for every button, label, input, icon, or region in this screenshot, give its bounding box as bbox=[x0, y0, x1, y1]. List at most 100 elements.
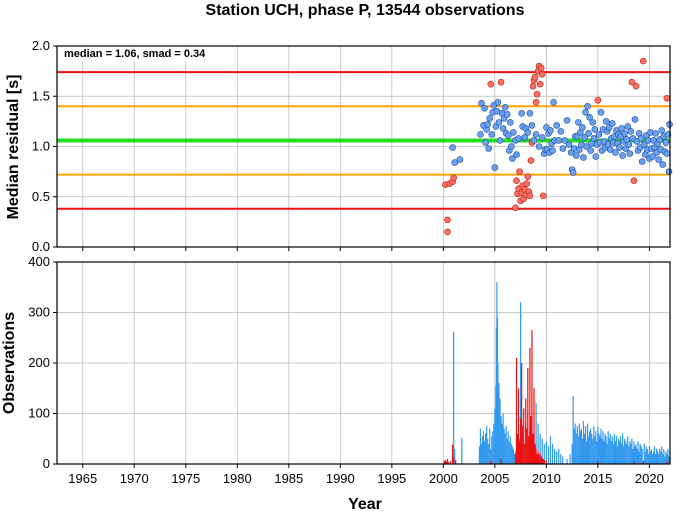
observation-bar bbox=[500, 458, 502, 464]
observation-bar bbox=[614, 441, 616, 464]
observation-bar bbox=[645, 446, 647, 464]
observation-bar bbox=[488, 443, 490, 464]
data-point bbox=[497, 78, 505, 86]
data-point bbox=[477, 131, 484, 138]
data-point bbox=[547, 127, 554, 134]
x-tick-label: 1965 bbox=[68, 471, 97, 486]
x-tick-label: 1990 bbox=[326, 471, 355, 486]
data-point bbox=[501, 104, 509, 111]
observation-bar bbox=[581, 438, 584, 464]
data-point bbox=[444, 228, 451, 236]
observation-bar bbox=[625, 441, 627, 464]
observation-bar bbox=[659, 448, 661, 464]
x-tick-label: 2005 bbox=[480, 471, 509, 486]
y-tick-label: 1.0 bbox=[32, 139, 50, 154]
observation-bar bbox=[562, 456, 564, 464]
data-point bbox=[456, 156, 464, 163]
observation-bar bbox=[499, 398, 501, 464]
observation-bar bbox=[505, 426, 507, 464]
observation-bar bbox=[606, 443, 608, 464]
observation-bar bbox=[622, 433, 624, 464]
x-tick-label: 1995 bbox=[377, 471, 406, 486]
observation-bar bbox=[461, 437, 463, 464]
observation-bar bbox=[612, 443, 614, 464]
reference-lines bbox=[57, 71, 670, 210]
observation-bar bbox=[666, 461, 668, 464]
data-point bbox=[587, 147, 594, 154]
observation-bar bbox=[520, 302, 522, 464]
data-point bbox=[449, 144, 456, 151]
data-point bbox=[510, 129, 517, 136]
observation-bar bbox=[605, 436, 607, 464]
data-point bbox=[561, 137, 569, 144]
y-tick-label: 0 bbox=[43, 456, 50, 471]
median-smad-annotation: median = 1.06, smad = 0.34 bbox=[64, 48, 206, 60]
observation-bar bbox=[558, 448, 560, 464]
observation-bar bbox=[591, 433, 593, 464]
residual-y-ticks: 0.00.51.01.52.0 bbox=[32, 38, 57, 254]
observation-bar bbox=[533, 388, 535, 464]
data-point bbox=[630, 177, 638, 184]
observation-bar bbox=[624, 438, 626, 464]
observation-bar bbox=[536, 453, 538, 464]
observation-bar bbox=[654, 453, 657, 464]
observation-bar bbox=[615, 436, 618, 464]
data-point bbox=[595, 131, 603, 138]
observation-bar bbox=[630, 443, 632, 464]
observation-bar bbox=[574, 423, 576, 464]
data-point bbox=[524, 129, 532, 136]
data-point bbox=[612, 149, 619, 156]
data-point bbox=[640, 141, 648, 148]
observation-bar bbox=[589, 431, 591, 464]
observation-bar bbox=[597, 461, 599, 464]
data-point bbox=[637, 135, 645, 142]
observation-bar bbox=[627, 436, 629, 464]
residual-x-ticks bbox=[82, 247, 650, 251]
observation-bar bbox=[610, 441, 612, 464]
observation-bar bbox=[601, 438, 603, 464]
data-point bbox=[485, 145, 492, 152]
observation-bar bbox=[500, 416, 502, 464]
observation-bar bbox=[539, 452, 541, 464]
data-point bbox=[627, 128, 635, 135]
chart-title: Station UCH, phase P, 13544 observations bbox=[206, 2, 525, 19]
data-point bbox=[450, 174, 457, 181]
observation-bars bbox=[443, 282, 670, 464]
observation-bar bbox=[543, 459, 545, 464]
observation-bar bbox=[598, 433, 600, 464]
data-point bbox=[586, 114, 593, 121]
data-point bbox=[496, 137, 504, 144]
observation-bar bbox=[658, 453, 660, 464]
observation-bar bbox=[617, 438, 620, 464]
observation-bar bbox=[623, 446, 625, 464]
observation-bar bbox=[508, 441, 510, 464]
observation-bar bbox=[529, 347, 531, 464]
y-tick-label: 2.0 bbox=[32, 38, 50, 53]
data-point bbox=[515, 135, 522, 142]
observation-bar bbox=[518, 441, 521, 464]
data-point bbox=[499, 125, 507, 132]
data-point bbox=[621, 130, 628, 137]
data-point bbox=[512, 204, 519, 212]
observation-bar bbox=[535, 448, 537, 464]
observation-bar bbox=[478, 446, 481, 464]
data-point bbox=[535, 143, 543, 150]
observation-bar bbox=[618, 441, 621, 464]
data-point bbox=[487, 80, 495, 88]
observation-bar bbox=[631, 438, 633, 464]
data-point bbox=[638, 158, 646, 165]
observation-bar bbox=[572, 395, 574, 464]
observation-bar bbox=[540, 456, 542, 464]
observation-bar bbox=[502, 413, 504, 464]
observation-bar bbox=[535, 403, 537, 464]
data-point bbox=[628, 78, 636, 86]
data-point bbox=[609, 120, 616, 127]
observation-bar bbox=[509, 436, 511, 464]
y-tick-label: 400 bbox=[28, 254, 50, 269]
observation-bar bbox=[596, 441, 598, 464]
data-point bbox=[616, 144, 623, 151]
observation-bar bbox=[526, 428, 528, 464]
observation-bar bbox=[479, 428, 482, 464]
